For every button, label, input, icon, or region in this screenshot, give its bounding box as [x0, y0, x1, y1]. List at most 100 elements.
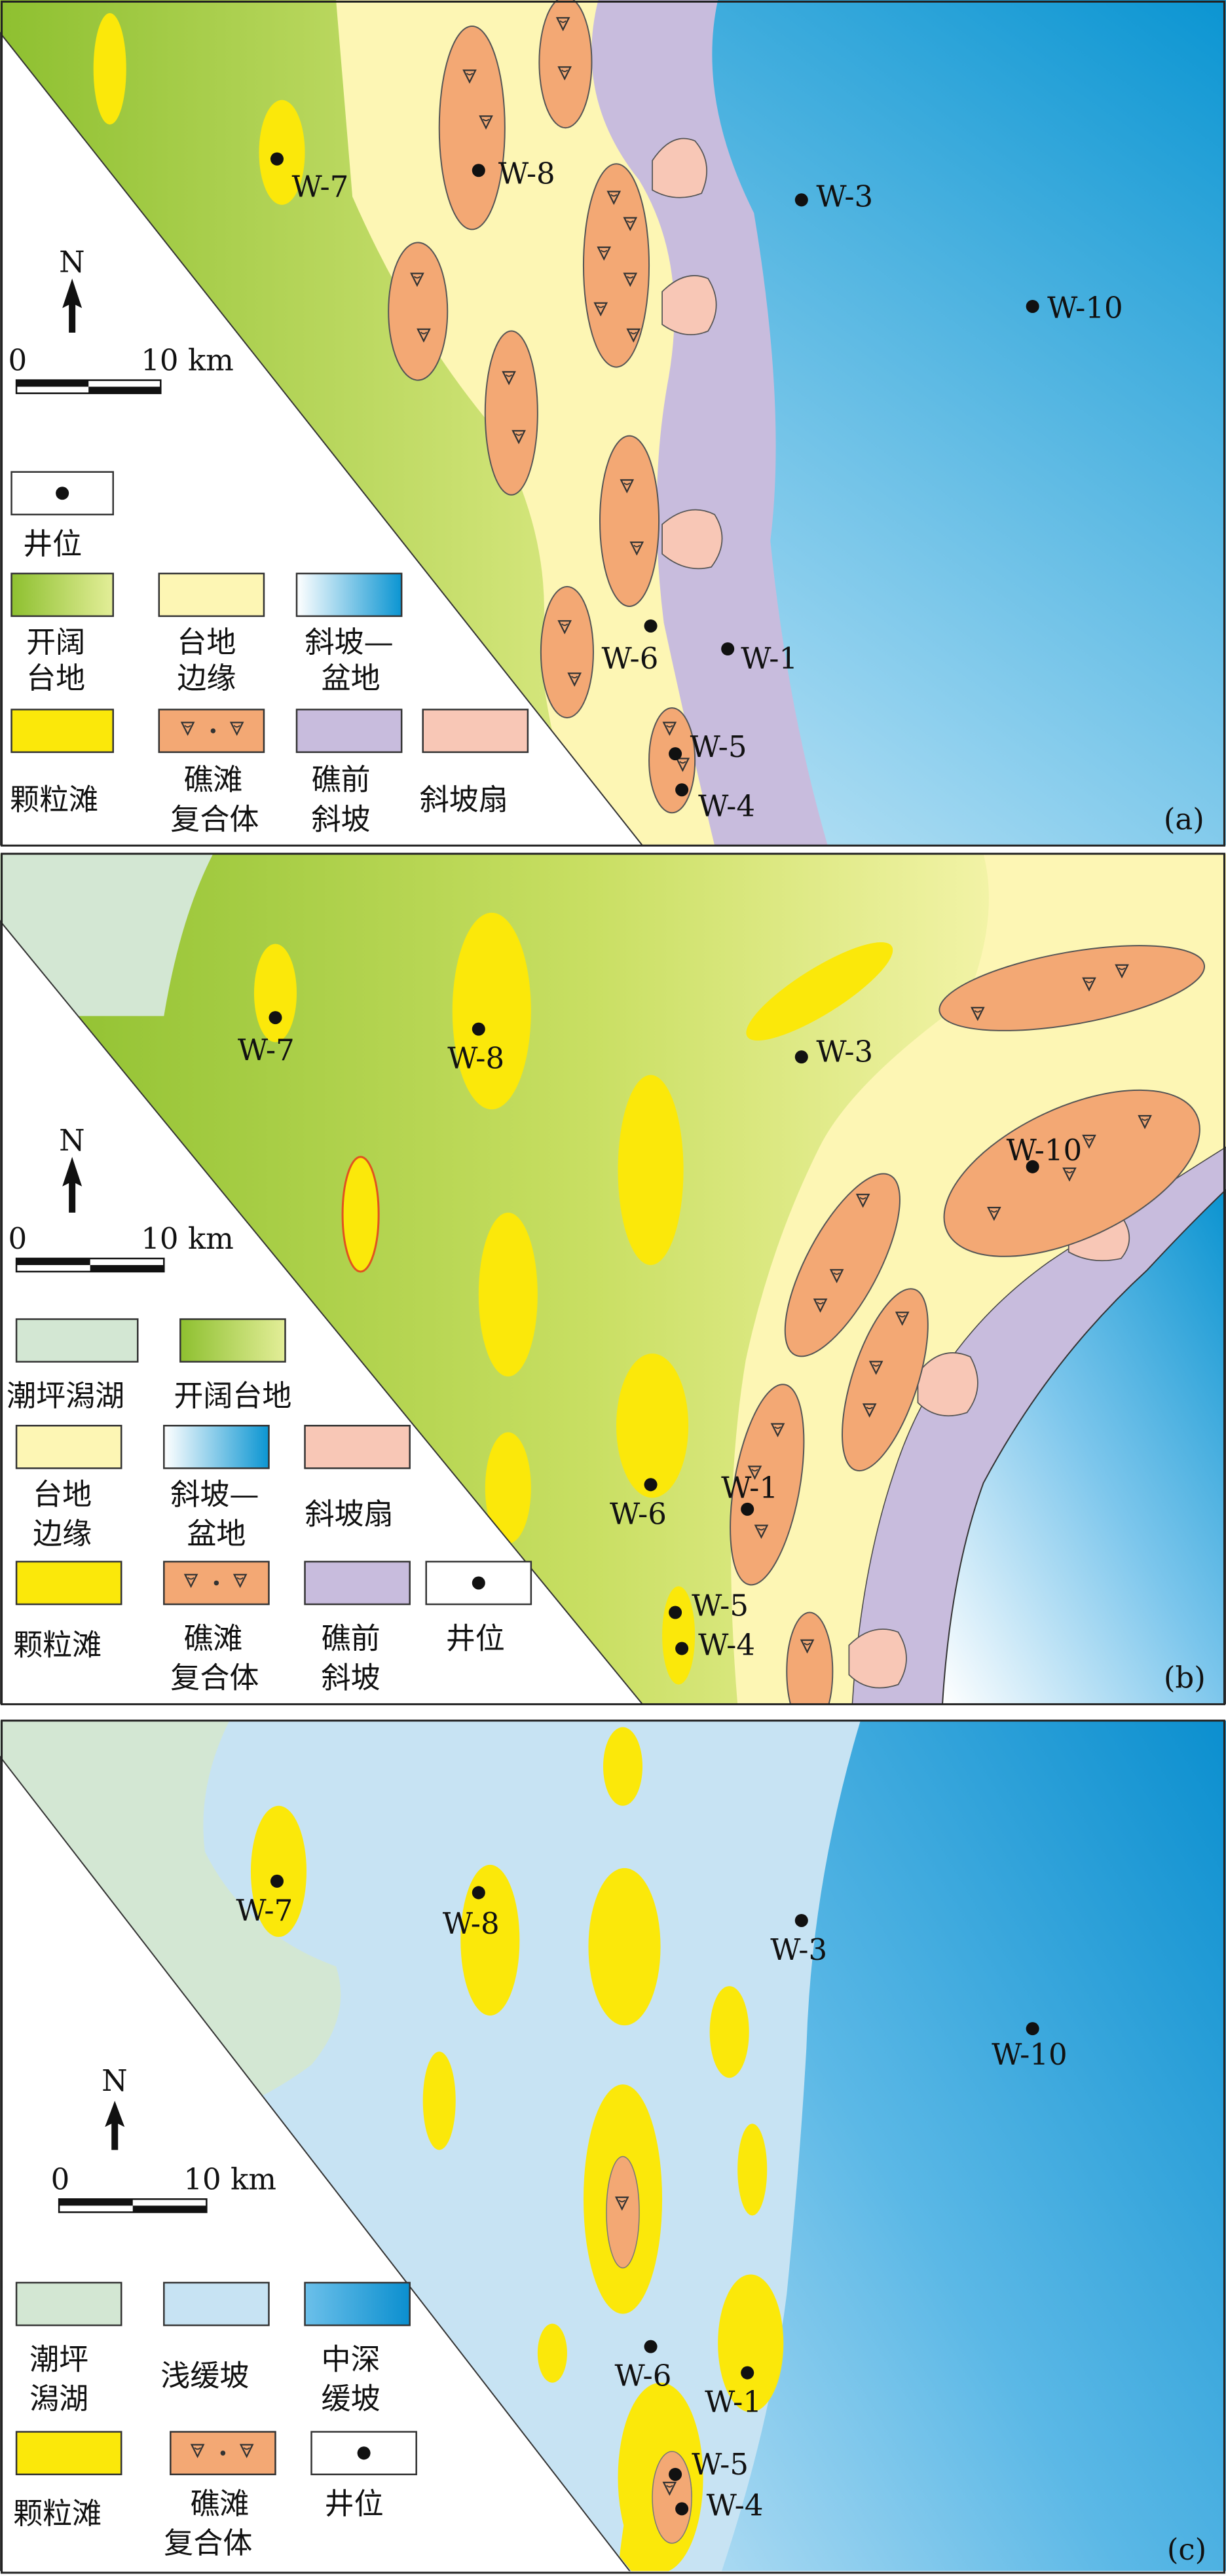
reef-shoal-complex: [606, 2156, 640, 2269]
grain-shoal: [485, 1432, 531, 1544]
grain-shoal: [616, 1353, 689, 1498]
reef-shoal-complex: [438, 26, 506, 230]
svg-text:边缘: 边缘: [33, 1516, 92, 1551]
panel-label: (c): [1167, 2532, 1206, 2567]
well-label: W-4: [698, 788, 755, 823]
svg-text:开阔: 开阔: [26, 625, 85, 659]
slope-fan: [917, 1352, 978, 1417]
reef-shoal-complex: [484, 330, 538, 496]
well-label: W-8: [498, 156, 555, 191]
reef-shoal-complex: [842, 1288, 929, 1472]
svg-text:复合体: 复合体: [170, 801, 259, 836]
legend-area: [0, 919, 644, 1704]
well-label: W-6: [615, 2359, 672, 2393]
grain-shoal: [618, 1075, 684, 1265]
mid-deep-ramp-area: [721, 1720, 1226, 2571]
svg-text:井位: 井位: [325, 2486, 384, 2521]
svg-text:0: 0: [9, 343, 28, 378]
well-label: W-10: [1007, 1133, 1083, 1168]
svg-text:开阔台地: 开阔台地: [174, 1378, 291, 1413]
svg-text:斜坡扇: 斜坡扇: [305, 1496, 394, 1531]
reef-shoal-complex: [388, 242, 449, 381]
well-label: W-8: [443, 1906, 500, 1941]
slope-fan: [848, 1628, 907, 1689]
north-arrow: N: [59, 244, 85, 333]
grain-shoals-b: [253, 912, 893, 1685]
svg-text:礁前: 礁前: [322, 1621, 381, 1656]
legend-area: [0, 1756, 631, 2571]
well-label: W-7: [238, 1033, 295, 1067]
reef-shoal-complexes-b: [730, 945, 1206, 1704]
svg-text:浅缓坡: 浅缓坡: [160, 2359, 249, 2393]
svg-text:台地: 台地: [33, 1477, 92, 1511]
svg-text:井位: 井位: [446, 1621, 505, 1656]
grain-shoal: [460, 1864, 520, 2016]
well-label: W-3: [816, 1035, 873, 1069]
grain-shoal: [478, 1212, 538, 1377]
svg-text:斜坡—: 斜坡—: [170, 1477, 259, 1511]
legend-a: 井位 开阔 台地 台地 边缘 斜坡— 盆地 颗粒滩 礁滩 复合体 礁前 斜坡 斜…: [10, 471, 529, 836]
grain-shoal: [662, 1586, 696, 1685]
reef-shoal-complex: [943, 1089, 1200, 1257]
well-label: W-6: [601, 641, 658, 676]
well-label: W-1: [721, 1470, 778, 1505]
slope-basin-area: [942, 1188, 1226, 1704]
svg-text:礁前: 礁前: [312, 762, 371, 797]
svg-text:边缘: 边缘: [177, 661, 236, 695]
well-label: W-1: [741, 641, 798, 676]
grain-shoal: [718, 2274, 784, 2412]
reef-shoal-complex: [540, 585, 594, 719]
grain-shoal: [422, 2052, 456, 2150]
legend-area: [0, 31, 644, 846]
svg-text:N: N: [59, 1123, 84, 1158]
grain-shoal: [588, 1868, 661, 2026]
wells-b: W-7 W-8 W-3 W-10 W-6 W-1 W-5 W-4: [238, 1011, 1083, 1663]
well-label: W-4: [698, 1628, 755, 1663]
well-label: W-5: [692, 1589, 749, 1623]
svg-text:礁滩: 礁滩: [183, 762, 242, 797]
well-label: W-1: [705, 2385, 762, 2420]
north-arrow: N: [59, 1123, 85, 1213]
well-label: W-7: [292, 169, 349, 204]
svg-text:0: 0: [9, 1221, 28, 1256]
well-label: W-7: [236, 1893, 293, 1928]
reef-shoal-complex: [784, 1173, 901, 1357]
reef-shoal-complex: [599, 435, 660, 607]
svg-text:颗粒滩: 颗粒滩: [13, 1628, 102, 1663]
svg-text:N: N: [102, 2063, 127, 2098]
reef-shoal-complex: [938, 945, 1206, 1031]
well-label: W-4: [707, 2488, 764, 2522]
grain-shoal: [452, 912, 531, 1110]
grain-shoal-outlined: [341, 1156, 380, 1273]
svg-text:台地: 台地: [26, 661, 85, 695]
svg-text:礁滩: 礁滩: [183, 1621, 242, 1656]
svg-text:盆地: 盆地: [322, 661, 381, 695]
reef-shoal-complex: [582, 163, 650, 368]
legend-b: 潮坪潟湖 开阔台地 台地 边缘 斜坡— 盆地 斜坡扇 颗粒滩 礁滩 复合体 礁前…: [7, 1318, 532, 1695]
svg-text:斜坡: 斜坡: [312, 801, 371, 836]
slope-fan: [661, 275, 717, 335]
panel-label: (b): [1164, 1661, 1206, 1695]
well-label: W-10: [1047, 290, 1123, 325]
grain-shoal: [737, 2124, 768, 2216]
svg-text:台地: 台地: [177, 625, 236, 659]
svg-text:中深: 中深: [322, 2342, 381, 2377]
wells-c: W-7 W-8 W-3 W-10 W-6 W-1 W-5 W-4: [236, 1874, 1068, 2522]
grain-shoals-c: [250, 1727, 784, 2571]
svg-text:10 km: 10 km: [141, 343, 234, 378]
north-arrow: N: [102, 2063, 128, 2150]
svg-text:0: 0: [51, 2162, 70, 2196]
reef-shoal-complex: [786, 1611, 834, 1704]
svg-text:礁滩: 礁滩: [190, 2486, 249, 2521]
scale-bar: 0 10 km: [9, 1221, 234, 1273]
scale-bar: 0 10 km: [51, 2162, 276, 2213]
well-label: W-6: [610, 1496, 667, 1531]
reef-shoal-complex: [538, 0, 593, 129]
well-label: W-8: [447, 1041, 504, 1076]
reef-shoal-complexes: [388, 0, 696, 814]
panel-b: W-7 W-8 W-3 W-10 W-6 W-1 W-5 W-4 N 0 10 …: [0, 853, 1226, 1704]
grain-shoal: [709, 1986, 749, 2078]
svg-text:颗粒滩: 颗粒滩: [13, 2496, 102, 2531]
svg-text:潮坪潟湖: 潮坪潟湖: [7, 1378, 124, 1413]
